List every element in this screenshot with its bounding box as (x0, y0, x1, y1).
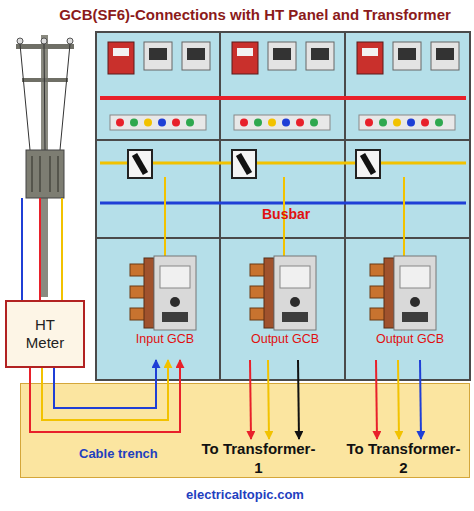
gcb-unit (130, 256, 196, 330)
destination-label: To Transformer-1 (201, 439, 316, 477)
control-gear (108, 42, 210, 130)
phase-wire (61, 198, 63, 300)
destination-box: To Transformer-2 (346, 439, 461, 481)
control-gear (232, 42, 334, 130)
breaker-cell: Output GCB (360, 245, 460, 360)
drop-wire (403, 177, 405, 256)
phase-wire (21, 198, 23, 300)
phase-wire (298, 360, 299, 439)
breaker-label: Output GCB (376, 332, 444, 346)
yellow-bus (100, 162, 466, 165)
cooling-fin (39, 156, 41, 192)
ht-panel (96, 32, 470, 380)
cross-arm (16, 44, 74, 49)
insulator (41, 38, 47, 44)
overhead-wire (20, 44, 30, 150)
phase-wire (398, 360, 399, 439)
trench-label: Cable trench (79, 446, 158, 461)
cooling-fin (57, 156, 59, 192)
phase-wire (250, 360, 251, 439)
panel-divider (344, 32, 346, 380)
overhead-wire (44, 44, 45, 150)
phase-wire (420, 360, 421, 439)
meter-box: HT Meter (5, 300, 85, 368)
cross-arm (22, 78, 68, 82)
pole-transformer (26, 150, 64, 198)
breaker-cell: Output GCB (235, 245, 335, 360)
control-gear (357, 42, 459, 130)
overhead-wire (60, 44, 70, 150)
panel-divider (219, 32, 221, 380)
destination-box: To Transformer-1 (201, 439, 316, 481)
diagram-title: GCB(SF6)-Connections with HT Panel and T… (40, 6, 470, 23)
isolator-switch (128, 150, 152, 178)
destination-label: To Transformer-2 (346, 439, 461, 477)
busbar-label: Busbar (262, 206, 342, 222)
breaker-cell: Input GCB (115, 245, 215, 360)
panel-divider (96, 139, 470, 141)
meter-label: HT Meter (20, 316, 70, 352)
cable-trench: Cable trench To Transformer-1 To Transform… (20, 383, 470, 478)
phase-wire (268, 360, 269, 439)
phase-wire (30, 360, 180, 432)
drop-wire (164, 177, 166, 256)
breaker-label: Output GCB (251, 332, 319, 346)
control-bus (100, 96, 466, 100)
watermark: electricaltopic.com (150, 487, 340, 502)
isolator-switch (356, 150, 380, 178)
breaker-label: Input GCB (136, 332, 194, 346)
phase-wire (42, 360, 168, 420)
gcb-unit (250, 256, 316, 330)
gcb-unit (370, 256, 436, 330)
phase-wire (54, 360, 156, 408)
isolator-switch (232, 150, 256, 178)
cooling-fin (31, 156, 33, 192)
phase-wire (39, 198, 41, 300)
phase-wire (376, 360, 377, 439)
cooling-fin (49, 156, 51, 192)
insulator (67, 38, 73, 44)
insulator (17, 38, 23, 44)
